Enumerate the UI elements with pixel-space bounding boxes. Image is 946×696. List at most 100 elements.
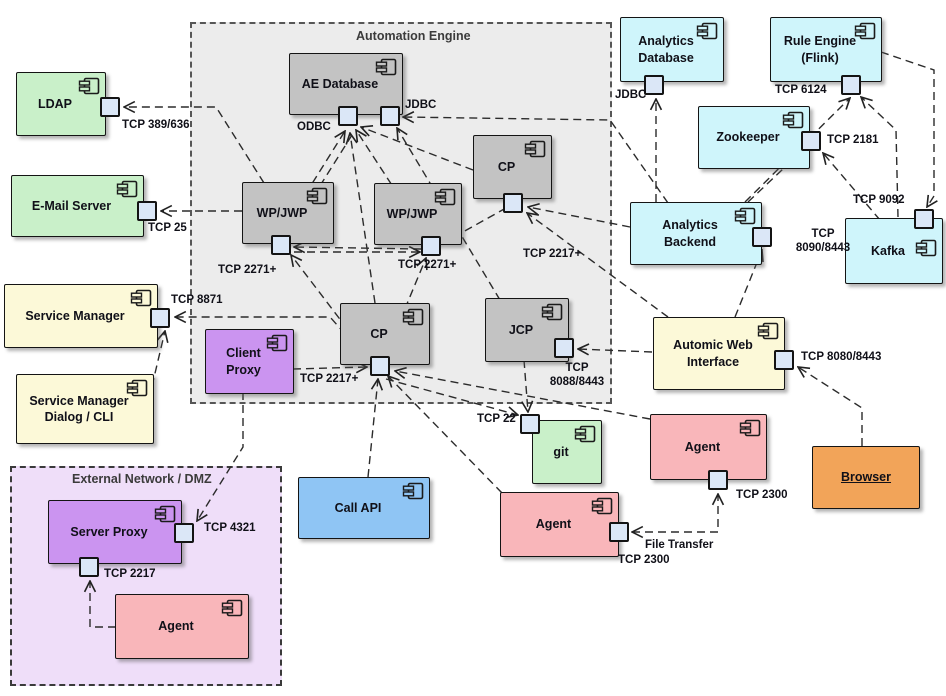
component-label: Browser: [840, 470, 892, 485]
component-ae-database: AE Database: [289, 53, 403, 115]
jcp-port: [554, 338, 574, 358]
browser-to-awi: [798, 367, 863, 446]
component-label: WP/JWP: [386, 206, 438, 221]
cp-top-port-label: TCP 2217+: [523, 248, 582, 260]
client-proxy-to-server-proxy: [197, 392, 244, 521]
component-kafka: Kafka: [845, 218, 943, 284]
component-label: E-Mail Server: [31, 198, 112, 213]
automation-engine-label: Automation Engine: [356, 29, 471, 43]
agent-mid-port: [609, 522, 629, 542]
server-proxy-ext-port: [174, 523, 194, 543]
component-service-manager: Service Manager: [4, 284, 158, 348]
component-rule-engine: Rule Engine (Flink): [770, 17, 882, 82]
kafka-port: [914, 209, 934, 229]
component-icon: [782, 111, 804, 129]
cp-top-port: [503, 193, 523, 213]
agent-mid-port-label: TCP 2300: [618, 554, 670, 566]
email-port-label: TCP 25: [148, 222, 187, 234]
file-transfer-link: [632, 494, 718, 532]
component-icon: [306, 187, 328, 205]
agent-right-to-cp: [395, 371, 651, 420]
component-icon: [757, 322, 779, 340]
component-label: Zookeeper: [716, 130, 780, 145]
kafka-to-zookeeper: [823, 153, 881, 221]
component-icon: [541, 303, 563, 321]
email-port: [137, 201, 157, 221]
cp-bottom-port: [370, 356, 390, 376]
awi-to-jcp: [578, 349, 653, 352]
server-proxy-int-port-label: TCP 2217: [104, 568, 156, 580]
component-agent-dmz: Agent: [115, 594, 249, 659]
component-label: Kafka: [870, 243, 906, 258]
analytics-backend-to-rule-engine: [744, 98, 850, 203]
component-icon: [375, 58, 397, 76]
awi-port-label: TCP 8080/8443: [801, 351, 882, 363]
component-label: Agent: [158, 619, 194, 634]
component-icon: [434, 188, 456, 206]
component-icon: [402, 482, 424, 500]
component-icon: [130, 289, 152, 307]
ldap-port: [100, 97, 120, 117]
component-icon: [402, 308, 424, 326]
component-git: git: [532, 420, 602, 484]
component-service-manager-dialog: Service Manager Dialog / CLI: [16, 374, 154, 444]
component-label: Service Manager Dialog / CLI: [29, 393, 129, 424]
wp-left-to-odbc: [277, 131, 345, 239]
component-cp-bottom: CP: [340, 303, 430, 365]
analytics-backend-port-label: TCP 8090/8443: [795, 228, 851, 254]
component-jcp: JCP: [485, 298, 569, 362]
analytics-backend-to-jdbc: [403, 117, 669, 204]
wp-right-port: [421, 236, 441, 256]
awi-port: [774, 350, 794, 370]
jcp-port-label: TCP 8088/8443: [549, 362, 605, 388]
component-icon: [78, 77, 100, 95]
git-port: [520, 414, 540, 434]
component-icon: [116, 180, 138, 198]
component-label: Agent: [684, 439, 721, 454]
kafka-to-rule-engine: [861, 97, 899, 218]
zookeeper-port-label: TCP 2181: [827, 134, 879, 146]
component-label: Agent: [535, 517, 572, 532]
component-label: Call API: [334, 500, 382, 515]
component-label: Rule Engine (Flink): [783, 34, 857, 65]
cp-bottom-to-odbc: [350, 133, 376, 304]
cp-top-to-odbc: [361, 127, 474, 171]
ldap-port-label: TCP 389/636: [122, 119, 190, 131]
component-label: WP/JWP: [256, 205, 308, 220]
component-icon: [126, 379, 148, 397]
agent-right-port: [708, 470, 728, 490]
component-server-proxy: Server Proxy: [48, 500, 182, 564]
component-cp-top: CP: [473, 135, 552, 199]
component-icon: [915, 239, 937, 257]
component-wp-jwp-right: WP/JWP: [374, 183, 462, 245]
component-icon: [734, 207, 756, 225]
component-browser: Browser: [812, 446, 920, 509]
component-icon: [739, 419, 761, 437]
component-icon: [696, 22, 718, 40]
component-icon: [524, 140, 546, 158]
cp-bottom-port-label: TCP 2217+: [300, 373, 359, 385]
dialog-to-service-manager: [151, 331, 165, 387]
component-icon: [266, 334, 288, 352]
analytics-db-jdbc-port: [644, 75, 664, 95]
odbc-port: [338, 106, 358, 126]
component-icon: [574, 425, 596, 443]
component-label: CP: [497, 159, 516, 174]
component-label: AE Database: [301, 76, 379, 91]
server-proxy-int-port: [79, 557, 99, 577]
file-transfer-label: File Transfer: [645, 539, 714, 551]
component-agent-mid: Agent: [500, 492, 619, 557]
component-wp-jwp-left: WP/JWP: [242, 182, 334, 244]
call-api-to-cp: [367, 379, 378, 478]
component-email-server: E-Mail Server: [11, 175, 144, 237]
client-proxy-to-cp: [292, 367, 367, 369]
git-port-label: TCP 22: [477, 413, 516, 425]
component-label: Analytics Database: [638, 34, 694, 65]
component-label: Service Manager: [25, 308, 125, 323]
component-icon: [591, 497, 613, 515]
analytics-backend-to-cp-top: [528, 207, 631, 228]
component-label: LDAP: [37, 96, 73, 111]
component-icon: [854, 22, 876, 40]
